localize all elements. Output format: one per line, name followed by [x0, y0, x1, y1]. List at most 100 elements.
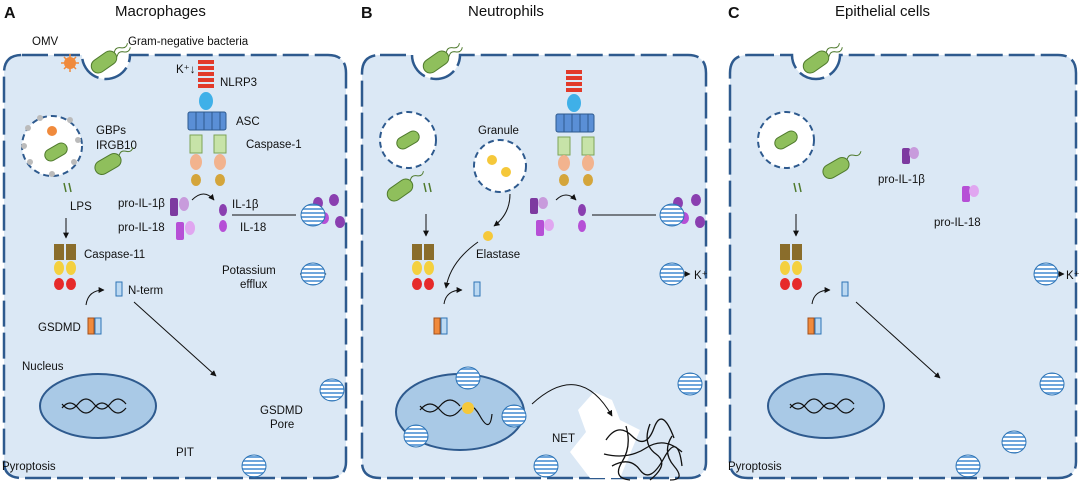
- cytosolic-bacterium-icon: [94, 147, 134, 175]
- k-plus-label: K⁺: [694, 270, 708, 282]
- n-term-icon: [473, 281, 481, 297]
- gsdmd-icon: [433, 317, 448, 335]
- caspase-1-icon: [557, 136, 595, 186]
- nlrp3-label: NLRP3: [220, 77, 257, 89]
- pro-il-18-icon: [962, 185, 979, 202]
- cytosolic-bacterium-icon: [822, 151, 862, 179]
- dna-icon: [61, 398, 127, 414]
- elastase-icon: [483, 231, 493, 241]
- n-term-to-pore-arrow: [855, 301, 941, 379]
- panel-letter: C: [728, 5, 740, 22]
- elastase-label: Elastase: [476, 249, 520, 261]
- nucleus-icon: [39, 373, 157, 439]
- asc-icon: [555, 113, 595, 133]
- nucleus-icon: [767, 373, 885, 439]
- il-1b-label: IL-1β: [232, 199, 259, 211]
- nlrp3-icon: [198, 60, 214, 88]
- potassium-label: Potassium: [222, 265, 276, 277]
- il-18-icon: [219, 220, 227, 232]
- irgb10-label: IRGB10: [96, 140, 137, 152]
- granule-content-icon: [487, 155, 497, 165]
- processing-arrow: [555, 194, 577, 201]
- granule-content-icon: [501, 167, 511, 177]
- granule-icon: [473, 139, 527, 193]
- panel-letter: B: [361, 5, 373, 22]
- pyd-icon: [199, 92, 213, 110]
- gsdmd-pore-label-1: GSDMD: [260, 405, 303, 417]
- cleavage-arrow: [443, 287, 463, 305]
- efflux-label: efflux: [240, 279, 268, 291]
- lps-label: LPS: [70, 201, 92, 213]
- omv-icon: [61, 54, 79, 72]
- pit-label: PIT: [176, 447, 194, 459]
- il-18-icon: [578, 220, 586, 232]
- pro-il-1b-icon: [170, 197, 189, 216]
- gram-negative-bacteria-label: Gram-negative bacteria: [128, 36, 249, 48]
- granule-label: Granule: [478, 125, 519, 137]
- pyd-icon: [567, 94, 581, 112]
- lps-icon: [423, 182, 432, 193]
- decondensed-dna-icon: [419, 399, 493, 426]
- vacuole-bacterium-icon: [774, 130, 798, 150]
- panel-c: C Epithelial cells pro-IL-1β pro-IL-18: [728, 3, 1080, 480]
- pro-il-1b-icon: [902, 147, 919, 164]
- gsdmd-label: GSDMD: [38, 322, 81, 334]
- pyroptosis-label: Pyroptosis: [728, 461, 782, 473]
- n-term-icon: [841, 281, 849, 297]
- il-1b-icon: [578, 204, 586, 216]
- n-term-label: N-term: [128, 285, 163, 297]
- asc-label: ASC: [236, 116, 260, 128]
- net-label: NET: [552, 433, 575, 445]
- cytosolic-bacterium-icon: [386, 171, 424, 202]
- secreted-cytokines-icon: [673, 194, 705, 228]
- gsdmd-pore-icon: [241, 203, 345, 478]
- caspase-1-label: Caspase-1: [246, 139, 302, 151]
- panel-title: Epithelial cells: [835, 3, 930, 20]
- cleavage-arrow: [85, 287, 105, 306]
- asc-icon: [187, 111, 227, 131]
- bacteria-icon: [422, 43, 463, 74]
- pro-il-1b-label: pro-IL-1β: [118, 198, 165, 210]
- gbp-dots-icon: [21, 115, 81, 177]
- net-icon: [603, 418, 683, 481]
- cell-membrane: [2, 53, 348, 480]
- gram-negative-bacteria-icon: [90, 43, 131, 74]
- omv-label: OMV: [32, 36, 59, 48]
- vacuole-bacterium-icon: [44, 142, 68, 162]
- il-1b-icon: [219, 204, 227, 216]
- cell-membrane: [360, 53, 708, 480]
- panel-a: A Macrophages OMV Gram-negative bacteria…: [2, 3, 348, 480]
- panel-title: Neutrophils: [468, 3, 544, 20]
- cell-membrane: [728, 53, 1078, 480]
- caspase-11-icon: [54, 244, 76, 290]
- gsdmd-pore-icon: [533, 203, 703, 478]
- granule-release-arrow: [493, 193, 511, 227]
- nuclear-elastase-icon: [462, 402, 474, 414]
- cleavage-arrow: [811, 287, 831, 305]
- pro-il-1b-label: pro-IL-1β: [878, 174, 925, 186]
- pro-il-18-label: pro-IL-18: [118, 222, 165, 234]
- lps-icon: [793, 182, 802, 193]
- n-term-icon: [115, 281, 123, 297]
- gsdmd-icon: [807, 317, 822, 335]
- caspase-1-icon: [189, 134, 227, 186]
- il-18-label: IL-18: [240, 222, 266, 234]
- caspase-11-label: Caspase-11: [84, 249, 145, 261]
- gsdmd-pore-icon: [955, 262, 1065, 478]
- panel-letter: A: [4, 5, 16, 22]
- elastase-arrow: [443, 241, 479, 289]
- lps-icon: [63, 182, 72, 193]
- vesicle-omv-icon: [47, 126, 57, 136]
- pro-il-icon: [530, 197, 554, 236]
- gbps-label: GBPs: [96, 125, 126, 137]
- k-plus-label: K⁺: [1066, 270, 1080, 282]
- bacteria-icon: [802, 43, 843, 74]
- nucleus-label: Nucleus: [22, 361, 64, 373]
- nlrp3-icon: [566, 70, 582, 92]
- n-term-to-pore-arrow: [133, 301, 217, 377]
- gsdmd-pore-label-2: Pore: [270, 419, 294, 431]
- gsdmd-icon: [87, 317, 102, 335]
- pro-il-18-label: pro-IL-18: [934, 217, 981, 229]
- processing-arrow: [191, 193, 215, 201]
